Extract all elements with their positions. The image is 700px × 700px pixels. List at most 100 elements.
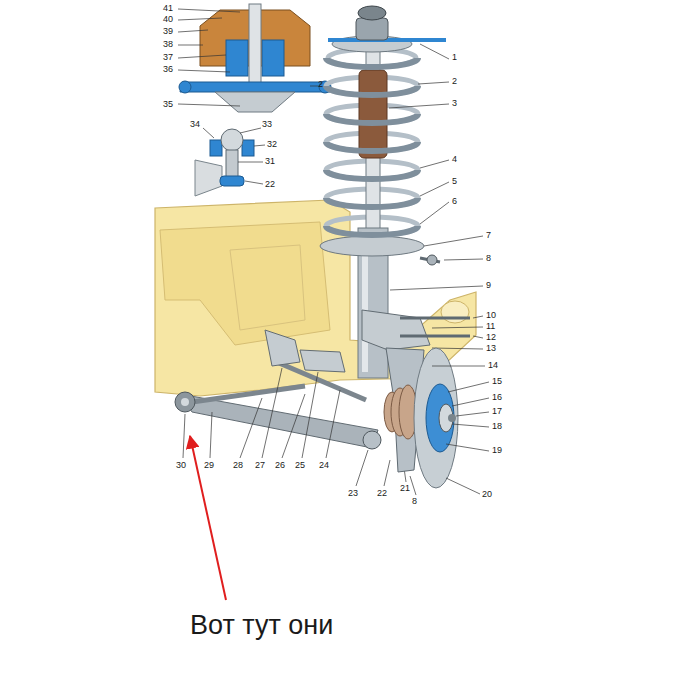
hub-assembly-part-part — [456, 412, 489, 416]
hub-assembly-part — [414, 348, 458, 488]
ball-joint-inset-part-part — [245, 181, 263, 184]
callout-number: 19 — [492, 446, 502, 455]
hub-assembly-part-part — [410, 476, 416, 495]
callout-number: 27 — [255, 461, 265, 470]
callout-number: 14 — [488, 361, 498, 370]
strut-part-part — [420, 44, 449, 59]
lower-arm-part — [265, 330, 300, 366]
callout-number: 22 — [265, 180, 275, 189]
top-mount-inset-part-part — [310, 86, 318, 87]
callout-number: 32 — [267, 140, 277, 149]
strut — [320, 6, 483, 378]
pointer-arrow — [190, 436, 226, 600]
top-mount-inset-part — [226, 40, 248, 76]
callout-number: 11 — [486, 322, 495, 331]
callout-number: 34 — [190, 120, 200, 129]
lower-arm-part-part — [262, 368, 282, 458]
lower-arm-part-part — [302, 372, 318, 458]
callout-number: 2 — [452, 77, 457, 86]
strut-part — [320, 236, 424, 256]
lower-arm-part — [175, 392, 195, 412]
callout-number: 17 — [492, 407, 502, 416]
top-mount-inset-part-part — [178, 18, 222, 20]
callout-number: 2 — [318, 80, 323, 89]
lower-arm-part-part — [210, 412, 212, 458]
strut-part — [362, 310, 430, 350]
lower-arm-part — [183, 368, 406, 486]
top-mount-inset-part — [178, 9, 318, 106]
hub-assembly-part-part — [446, 444, 489, 451]
strut-part — [358, 6, 386, 20]
lower-arm-part — [181, 398, 189, 406]
strut-part-part — [390, 286, 483, 290]
callout-number: 36 — [163, 65, 173, 74]
callout-number: 21 — [400, 484, 410, 493]
ball-joint-inset-part — [220, 176, 244, 186]
top-mount-inset-part — [215, 92, 295, 112]
body-panel-part — [441, 301, 469, 323]
ball-joint-inset-part — [203, 128, 265, 184]
callout-number: 6 — [452, 197, 457, 206]
strut-part-part — [418, 82, 449, 84]
callout-number: 26 — [275, 461, 285, 470]
top-mount-inset — [178, 4, 331, 112]
strut-part — [389, 44, 483, 349]
ball-joint-inset-part — [242, 140, 254, 156]
top-mount-inset-part — [262, 40, 284, 76]
strut-part-part — [420, 182, 449, 196]
ball-joint-inset-part — [195, 160, 222, 196]
body-panel-part — [230, 245, 305, 330]
strut-part-part — [326, 86, 418, 95]
callout-number: 12 — [486, 333, 496, 342]
strut-part — [326, 49, 418, 235]
strut-part-part — [444, 259, 483, 260]
callout-number: 15 — [492, 377, 502, 386]
callout-number: 5 — [452, 177, 457, 186]
top-mount-inset-part-part — [178, 104, 240, 106]
callout-number: 40 — [163, 15, 173, 24]
callout-number: 31 — [265, 157, 275, 166]
callout-number: 23 — [348, 489, 358, 498]
callout-number: 28 — [233, 461, 243, 470]
callout-number: 4 — [452, 155, 457, 164]
strut-part — [427, 255, 437, 265]
ball-joint-inset-part-part — [203, 128, 214, 138]
callout-number: 3 — [452, 99, 457, 108]
strut-part-part — [326, 226, 418, 235]
callout-number: 18 — [492, 422, 502, 431]
lower-arm-part-part — [282, 394, 305, 458]
top-mount-inset-part-part — [178, 45, 203, 46]
strut-part — [359, 70, 387, 158]
callout-number: 7 — [486, 231, 491, 240]
lower-arm-part — [363, 431, 381, 449]
strut-part-part — [473, 316, 483, 318]
strut-part-part — [326, 114, 418, 123]
top-mount-inset-part-part — [178, 70, 230, 72]
callout-number: 35 — [163, 100, 173, 109]
lower-arm-part-part — [183, 414, 185, 458]
callout-number: 37 — [163, 53, 173, 62]
hub-assembly-part-part — [452, 424, 489, 427]
callout-number: 24 — [319, 461, 329, 470]
callout-number: 8 — [412, 497, 417, 506]
strut-part-part — [326, 170, 418, 179]
strut-part-part — [432, 327, 483, 328]
hub-assembly-part-part — [446, 478, 480, 494]
callout-number: 30 — [176, 461, 186, 470]
annotation-text: Вот тут они — [190, 612, 333, 639]
callout-number: 10 — [486, 311, 496, 320]
body-panel-part — [160, 222, 330, 345]
lower-arm-part-part — [326, 390, 340, 458]
hub-assembly — [384, 348, 489, 495]
strut-part-part — [326, 198, 418, 207]
strut-part — [356, 18, 388, 40]
top-mount-inset-part-part — [178, 55, 226, 58]
strut-part-part — [326, 142, 418, 151]
strut-part — [400, 335, 470, 338]
hub-assembly-part — [410, 366, 489, 495]
callout-number: 9 — [486, 281, 491, 290]
callout-number: 8 — [486, 254, 491, 263]
strut-part-part — [420, 202, 449, 224]
